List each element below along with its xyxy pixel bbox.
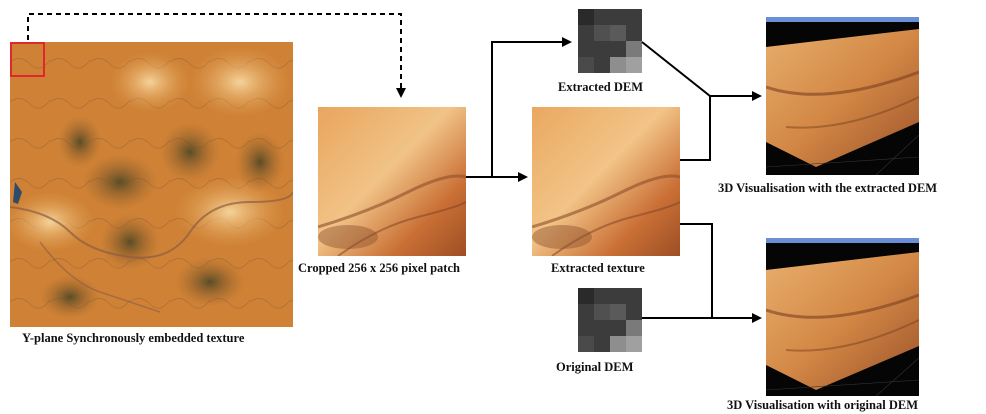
source-texture-image — [10, 42, 293, 327]
extracted-texture-image — [532, 107, 680, 256]
caption-source-texture: Y-plane Synchronously embedded texture — [22, 331, 245, 345]
window-titlebar — [766, 17, 919, 22]
original-dem-image — [578, 288, 642, 352]
extracted-dem-image — [578, 9, 642, 73]
caption-cropped-patch: Cropped 256 x 256 pixel patch — [298, 261, 460, 275]
vis-extracted-dem-window — [766, 17, 919, 175]
caption-extracted-dem: Extracted DEM — [558, 80, 644, 94]
caption-extracted-texture: Extracted texture — [551, 261, 645, 275]
vis-original-dem-window — [766, 238, 919, 396]
caption-vis-original: 3D Visualisation with original DEM — [727, 398, 918, 412]
cropped-patch-image — [318, 107, 466, 256]
caption-vis-extracted: 3D Visualisation with the extracted DEM — [718, 181, 938, 195]
caption-original-dem: Original DEM — [556, 360, 634, 374]
crop-region-highlight — [10, 42, 45, 77]
window-titlebar — [766, 238, 919, 243]
